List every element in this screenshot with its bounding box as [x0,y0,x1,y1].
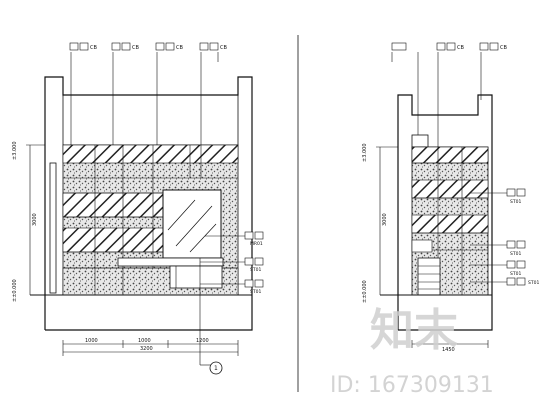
svg-text:ST01: ST01 [510,251,521,257]
left-total-dim: 3200 [140,346,153,352]
left-mirror [162,189,222,259]
right-tag-1 [391,42,407,51]
svg-text:MR01: MR01 [250,241,263,247]
right-width-dim: 1450 [442,347,455,353]
svg-text:CB: CB [500,45,507,51]
right-door [417,257,441,296]
left-tag-2: CB [111,42,139,51]
svg-text:ST01: ST01 [528,280,539,286]
svg-text:ST01: ST01 [510,271,521,277]
left-callout-2: ST01 [244,257,264,273]
left-tag-1: CB [69,42,97,51]
svg-text:ST01: ST01 [250,267,261,273]
right-callout-1: ST01 [506,188,526,205]
svg-text:CB: CB [220,45,227,51]
left-dim-2: 1000 [138,338,151,344]
right-callout-2: ST01 [506,240,526,257]
right-tag-2: CB [436,42,464,51]
left-height-dim: 3000 [32,213,38,226]
left-level-top: ±3.000 [12,141,18,160]
left-tag-3: CB [155,42,183,51]
svg-text:ST01: ST01 [510,199,521,205]
watermark-id: ID: 167309131 [330,373,494,398]
svg-text:ST01: ST01 [250,289,261,295]
watermark: 知末 ID: 167309131 [330,305,494,398]
right-callout-3: ST01 [506,260,526,277]
right-room-outline [397,94,493,331]
svg-text:CB: CB [176,45,183,51]
right-tag-3: CB [479,42,507,51]
right-callout-4: ST01 [506,277,539,286]
left-section-marker [209,361,223,375]
left-level-bottom: ±±0.000 [12,279,18,302]
left-elevation: CB CB CB CB MR01 [12,42,264,375]
svg-text:CB: CB [457,45,464,51]
left-callout-1: MR01 [244,231,264,247]
svg-text:CB: CB [90,45,97,51]
right-level-bottom: ±±0.000 [362,280,368,303]
left-dim-3: 1200 [196,338,209,344]
svg-text:1: 1 [214,365,218,372]
watermark-logo: 知末 [370,305,458,356]
svg-text:CB: CB [132,45,139,51]
right-level-top: ±3.000 [362,143,368,162]
right-elevation: CB CB ST01 ST01 ST01 [362,42,539,353]
left-tag-4: CB [199,42,227,51]
right-height-dim: 3000 [382,213,388,226]
left-callout-3: ST01 [244,279,264,295]
left-dim-1: 1000 [85,338,98,344]
